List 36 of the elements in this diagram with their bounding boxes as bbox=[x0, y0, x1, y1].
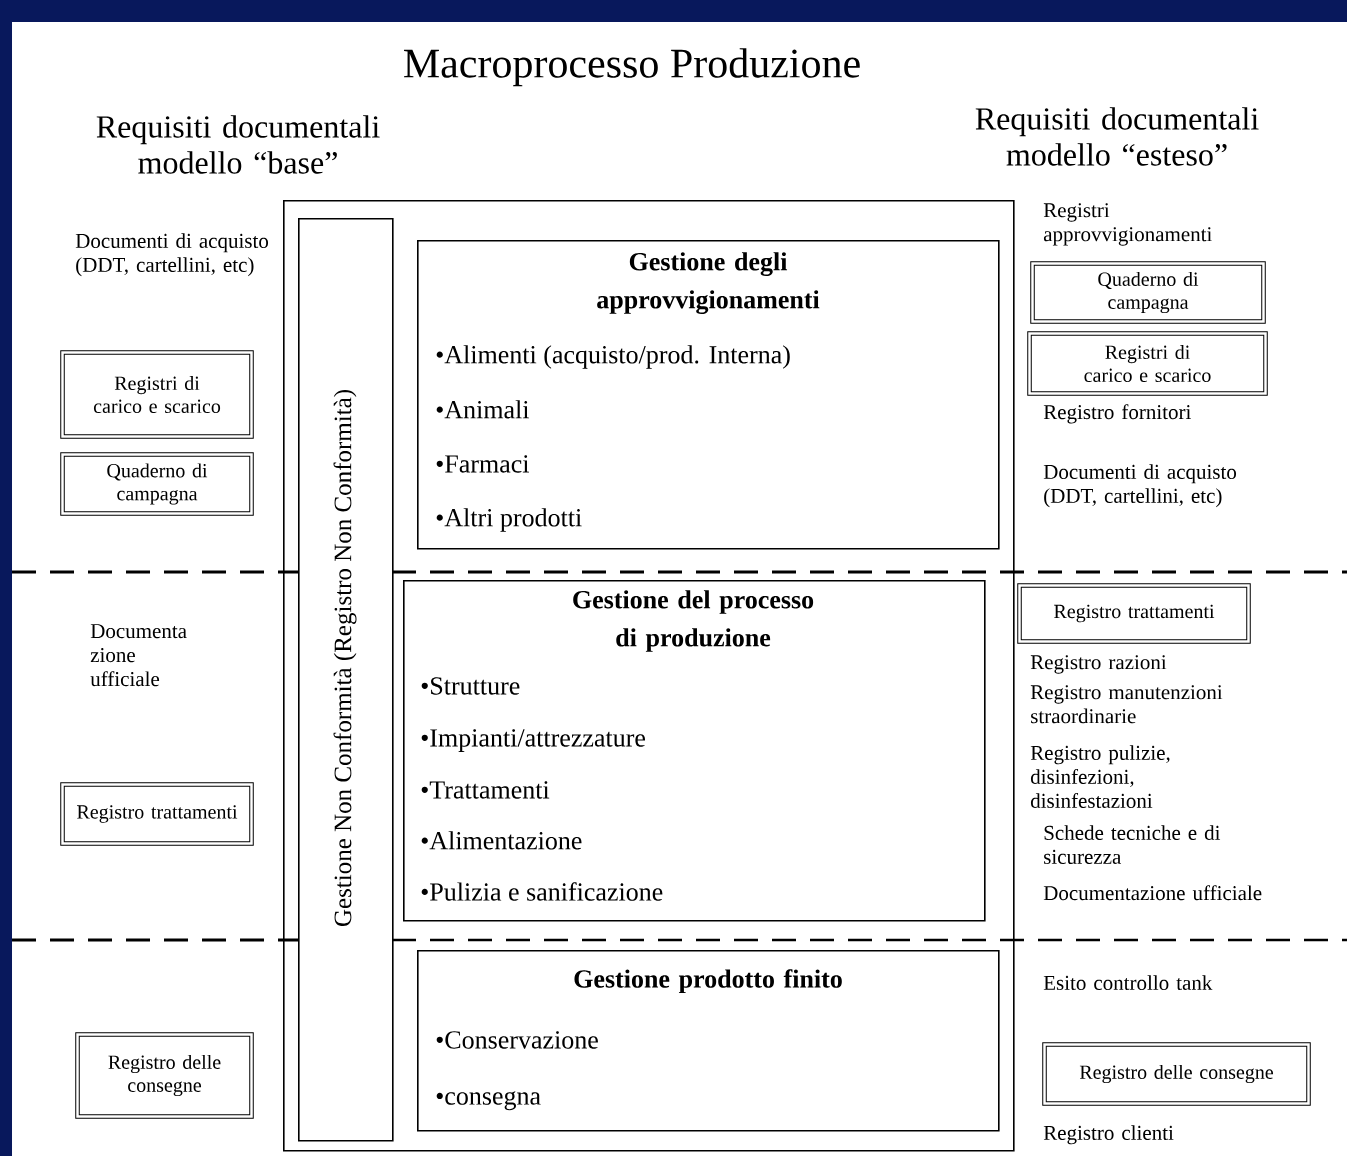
bullet-item: •Alimenti (acquisto/prod. Interna) bbox=[436, 345, 790, 369]
document-label: Documenti di acquisto (DDT, cartellini, etc) bbox=[1043, 464, 1237, 508]
bullet-item: •Animali bbox=[436, 400, 530, 419]
document-box: Registri di carico e scarico bbox=[1027, 331, 1268, 396]
document-label: Esito controllo tank bbox=[1043, 975, 1213, 990]
document-box: Registro delle consegne bbox=[75, 1032, 254, 1119]
bullet-item: •Strutture bbox=[421, 677, 520, 695]
document-box: Quaderno di campagna bbox=[60, 452, 254, 516]
document-box: Registro delle consegne bbox=[1042, 1042, 1311, 1106]
column-heading: Requisiti documentali modello “esteso” bbox=[975, 107, 1259, 166]
document-label: Registro fornitori bbox=[1043, 404, 1191, 424]
vertical-bar: Gestione Non Conformità (Registro Non Conformità) bbox=[298, 218, 394, 1142]
document-box: Registri di carico e scarico bbox=[60, 350, 254, 439]
document-label: Registro manutenzioni straordinarie bbox=[1030, 685, 1223, 724]
document-box: Quaderno di campagna bbox=[1030, 261, 1266, 324]
bullet-item: •Trattamenti bbox=[421, 781, 550, 799]
bullet-item: •Conservazione bbox=[436, 1031, 598, 1049]
bullet-item: •Impianti/attrezzature bbox=[421, 729, 645, 752]
document-label: Registri approvvigionamenti bbox=[1043, 203, 1212, 246]
bullet-item: •Farmaci bbox=[436, 455, 529, 473]
document-box: Registro trattamenti bbox=[60, 782, 254, 846]
document-box: Registro trattamenti bbox=[1017, 583, 1251, 644]
title: Macroprocesso Produzione bbox=[404, 48, 860, 87]
bullet-item: •Alimentazione bbox=[421, 831, 582, 850]
document-label: Documenti di acquisto (DDT, cartellini, etc) bbox=[75, 233, 269, 277]
document-label: Schede tecniche e di sicurezza bbox=[1044, 825, 1221, 864]
document-label: Documenta zione ufficiale bbox=[90, 624, 187, 687]
column-heading: Requisiti documentali modello “base” bbox=[96, 115, 380, 174]
document-label: Registro pulizie, disinfezioni, disinfestazioni bbox=[1030, 745, 1170, 808]
bullet-item: •Pulizia e sanificazione bbox=[421, 882, 663, 901]
document-label: Registro clienti bbox=[1043, 1125, 1174, 1145]
document-label: Documentazione ufficiale bbox=[1043, 885, 1262, 901]
document-label: Registro razioni bbox=[1030, 655, 1167, 674]
bullet-item: •consegna bbox=[436, 1091, 541, 1111]
outer-frame bbox=[283, 200, 1015, 1152]
bullet-item: •Altri prodotti bbox=[436, 508, 582, 532]
